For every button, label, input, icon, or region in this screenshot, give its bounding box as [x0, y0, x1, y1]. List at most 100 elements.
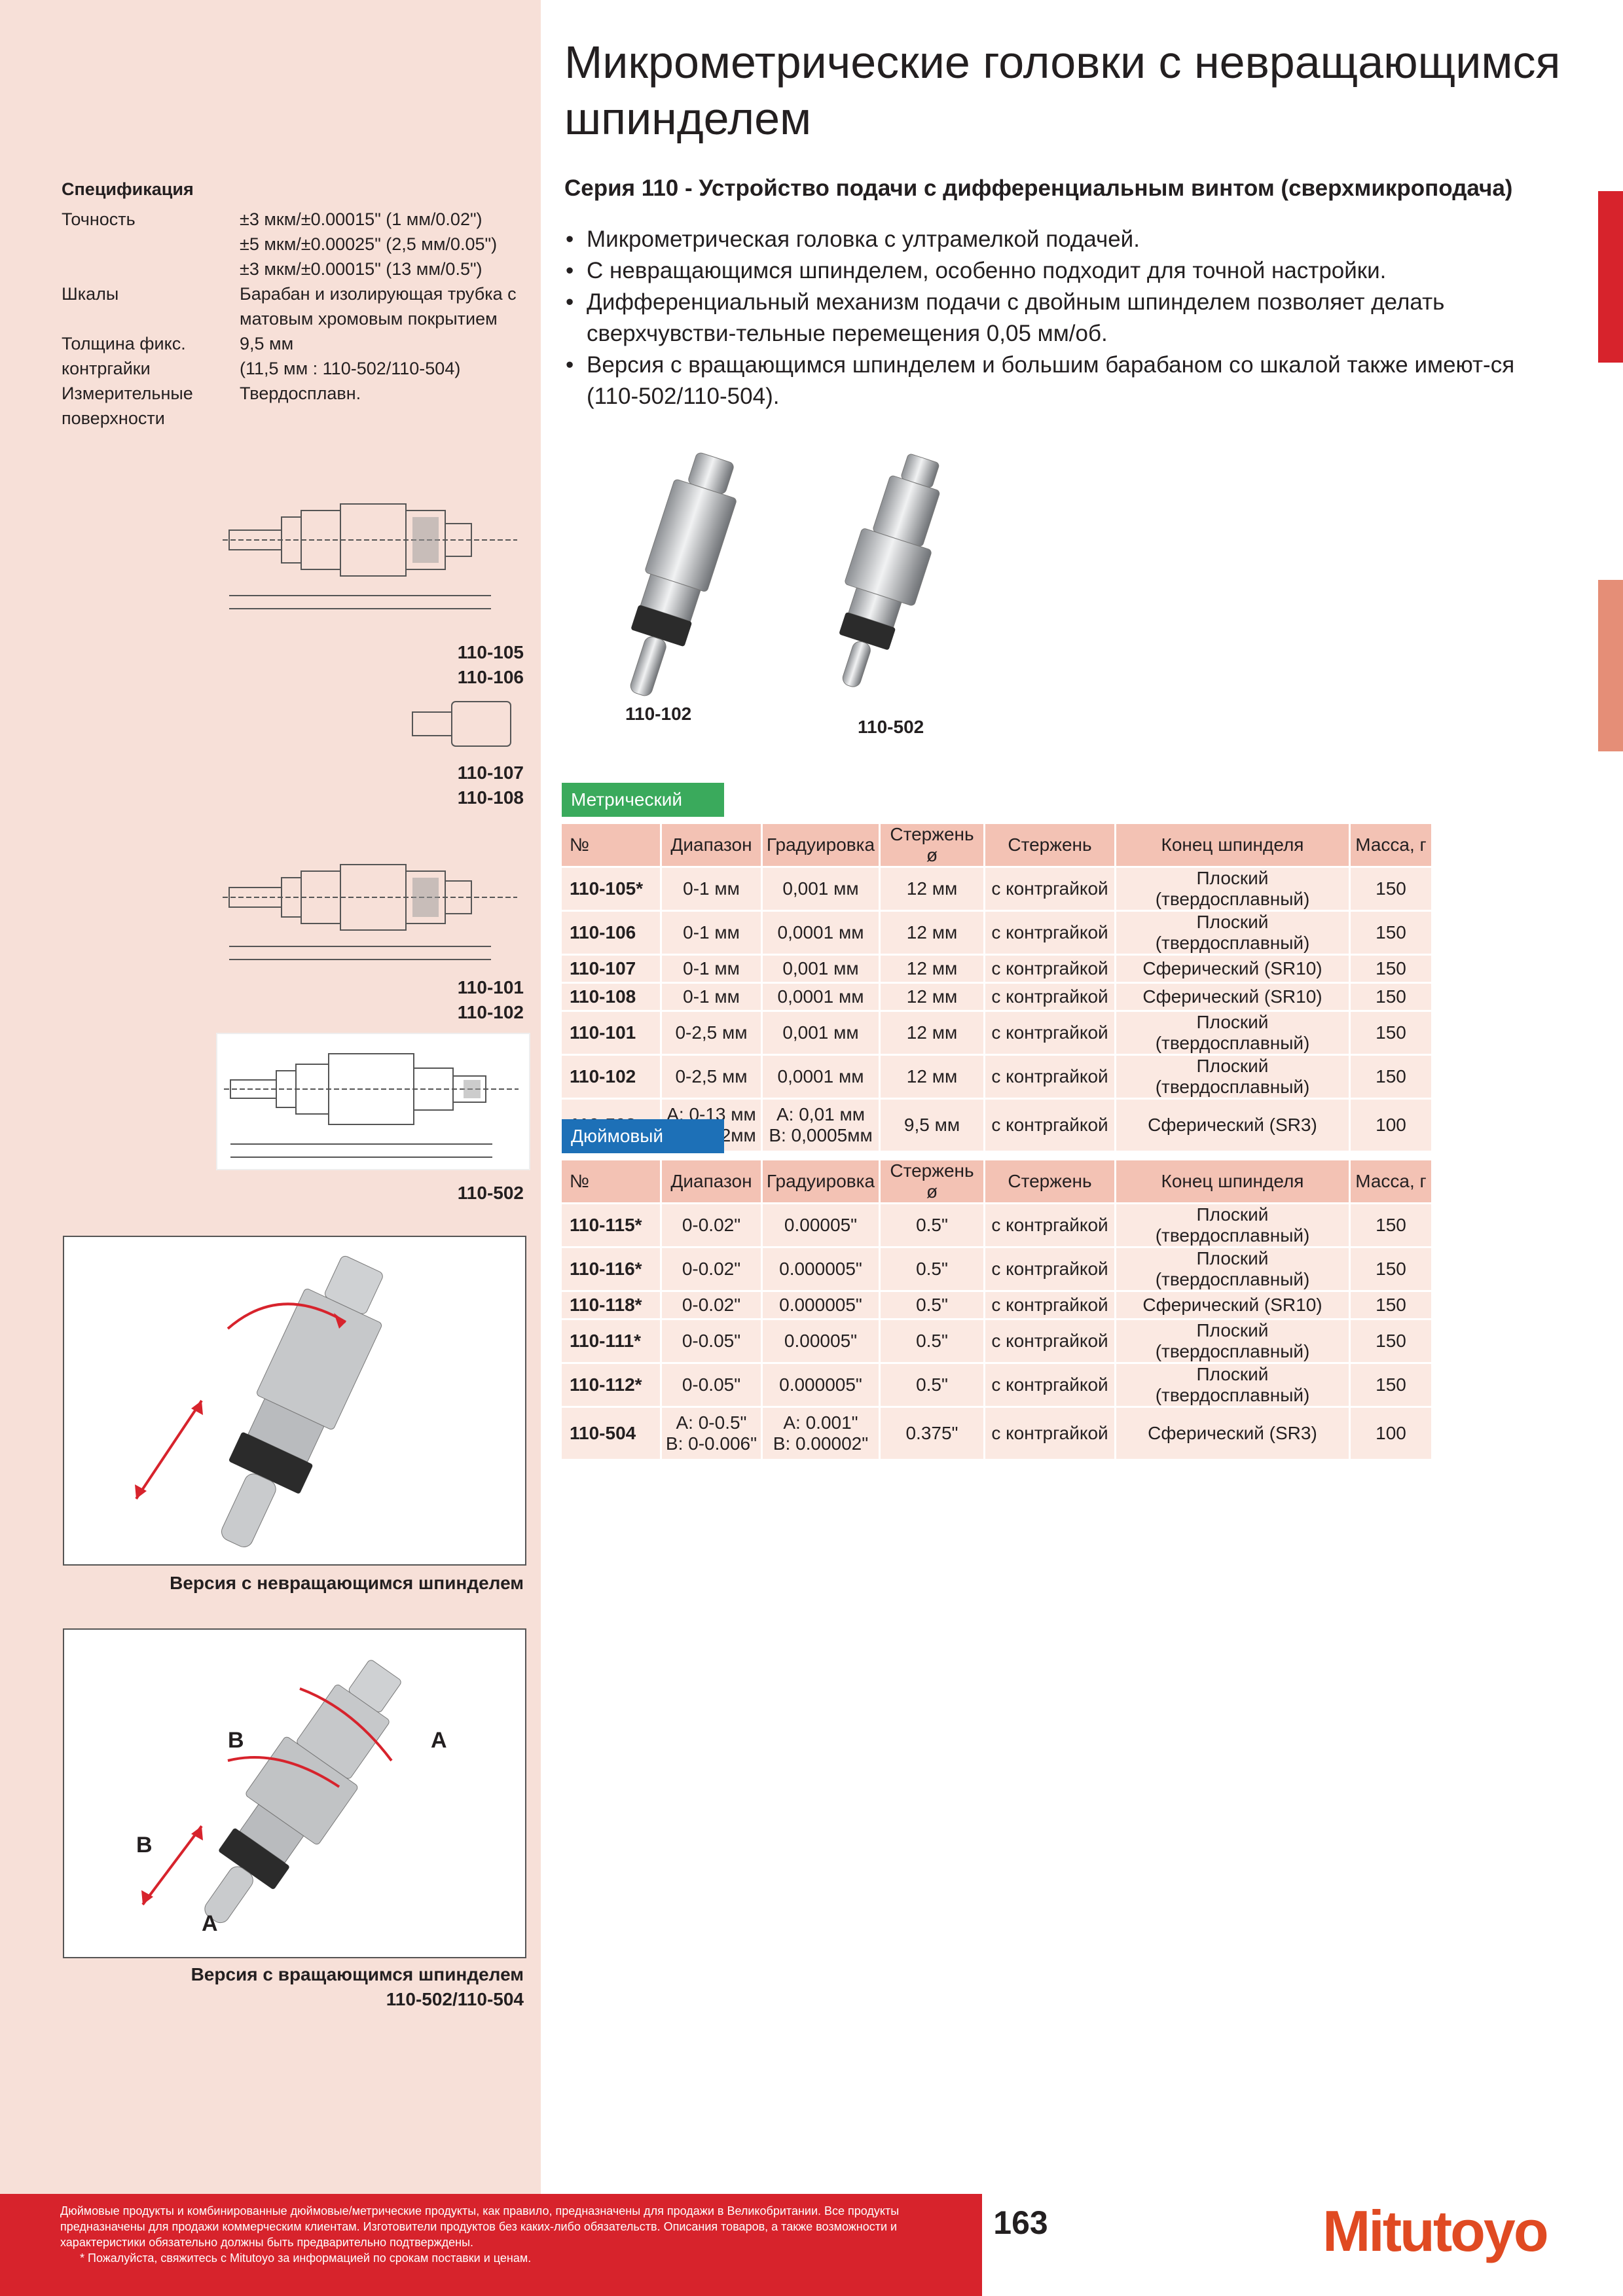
stem-diameter-cell: 0.5" — [879, 1320, 983, 1362]
spec-label: Толщина фикс. — [62, 334, 186, 353]
graduation-line: A: 0,01 мм — [776, 1104, 865, 1124]
stem-type-cell: с контргайкой — [983, 1056, 1114, 1098]
drawing-label: 110-106 — [457, 667, 524, 687]
feature-item: Дифференциальный механизм подачи с двойн… — [564, 287, 1559, 350]
nonrotating-spindle-photo — [63, 1236, 526, 1566]
footer-bar: Дюймовые продукты и комбинированные дюйм… — [0, 2194, 982, 2296]
stem-diameter-cell: 0.5" — [879, 1248, 983, 1290]
graduation-cell: 0,0001 мм — [761, 912, 879, 954]
rotating-illustration: A B B A — [136, 1660, 447, 1936]
inch-table-body: 110-115*0-0.02"0.00005"0.5"с контргайкой… — [562, 1204, 1431, 1459]
dimension-drawing-110-101 — [223, 864, 517, 960]
table-row: 110-112*0-0.05"0.000005"0.5"с контргайко… — [562, 1364, 1431, 1406]
part-number-cell: 110-116* — [562, 1248, 660, 1290]
brand-logo: Mitutoyo — [1322, 2198, 1549, 2263]
spec-label: контргайки — [62, 359, 151, 378]
stem-type-cell: с контргайкой — [983, 1408, 1114, 1459]
stem-diameter-cell: 12 мм — [879, 984, 983, 1010]
range-cell: A: 0-0.5"B: 0-0.006" — [660, 1408, 761, 1459]
stem-type-cell: с контргайкой — [983, 1100, 1114, 1151]
drawing-label: 110-502 — [457, 1183, 524, 1203]
arrow-label-a: A — [431, 1728, 447, 1753]
col-header: Масса, г — [1349, 824, 1431, 866]
mass-cell: 150 — [1349, 984, 1431, 1010]
arrow-label-a: A — [202, 1911, 218, 1936]
part-number-cell: 110-108 — [562, 984, 660, 1010]
footer-note: * Пожалуйста, свяжитесь с Mitutoyo за ин… — [80, 2251, 532, 2265]
specification: Спецификация Точность ±3 мкм/±0.00015" (… — [62, 177, 533, 431]
stem-diameter-cell: 12 мм — [879, 1056, 983, 1098]
col-header: Диапазон — [660, 1160, 761, 1202]
range-cell: 0-1 мм — [660, 956, 761, 982]
spec-label: Шкалы — [62, 284, 119, 304]
arrow-label-b: B — [228, 1728, 244, 1753]
mass-cell: 150 — [1349, 868, 1431, 910]
col-header: Стержень — [983, 824, 1114, 866]
dimension-drawing-110-105 — [223, 503, 517, 609]
graduation-cell: 0.000005" — [761, 1292, 879, 1318]
photo-caption: Версия с невращающимся шпинделем — [170, 1573, 524, 1593]
stem-diameter-cell: 12 мм — [879, 912, 983, 954]
graduation-cell: 0,0001 мм — [761, 1056, 879, 1098]
col-header: Стержень ø — [879, 1160, 983, 1202]
stem-diameter-cell: 0.375" — [879, 1408, 983, 1459]
stem-type-cell: с контргайкой — [983, 984, 1114, 1010]
spec-row-nut: Толщина фикс. 9,5 мм — [62, 331, 533, 356]
col-header: Конец шпинделя — [1114, 824, 1349, 866]
drawing-label: 110-105 — [457, 642, 524, 662]
spindle-tip-cell: Плоский (твердосплавный) — [1114, 1364, 1349, 1406]
graduation-cell: 0.000005" — [761, 1364, 879, 1406]
spec-value-line: Барабан и изолирующая трубка с — [240, 284, 517, 304]
series-subtitle: Серия 110 - Устройство подачи с дифферен… — [564, 175, 1513, 201]
graduation-line: B: 0,0005мм — [769, 1125, 873, 1145]
feature-item: Версия с вращающимся шпинделем и большим… — [564, 350, 1559, 412]
col-header: Диапазон — [660, 824, 761, 866]
graduation-line: A: 0.001" — [783, 1412, 858, 1433]
spec-value-line: ±3 мкм/±0.00015" (1 мм/0.02") — [240, 209, 483, 229]
spindle-tip-cell: Плоский (твердосплавный) — [1114, 1056, 1349, 1098]
range-line: A: 0-0.5" — [676, 1412, 747, 1433]
spec-value-line: матовым хромовым покрытием — [240, 309, 498, 329]
range-cell: 0-0.05" — [660, 1364, 761, 1406]
stem-type-cell: с контргайкой — [983, 1292, 1114, 1318]
arrow-label-b: B — [136, 1833, 153, 1857]
spindle-tip-cell: Плоский (твердосплавный) — [1114, 1204, 1349, 1246]
mass-cell: 150 — [1349, 1364, 1431, 1406]
spec-label: Измерительные — [62, 384, 193, 403]
drawing-label: 110-107 — [457, 762, 524, 783]
metric-tag: Метрический — [562, 783, 724, 817]
spec-value: Барабан и изолирующая трубка с матовым х… — [240, 281, 533, 331]
col-header: Градуировка — [761, 824, 879, 866]
feature-item: С невращающимся шпинделем, особенно подх… — [564, 255, 1559, 287]
range-cell: 0-1 мм — [660, 984, 761, 1010]
spec-value-line: ±5 мкм/±0.00025" (2,5 мм/0.05") — [240, 234, 498, 254]
metric-table: № Диапазон Градуировка Стержень ø Стерже… — [562, 822, 1431, 1153]
inch-table: № Диапазон Градуировка Стержень ø Стерже… — [562, 1158, 1431, 1461]
spindle-tip-cell: Сферический (SR3) — [1114, 1408, 1349, 1459]
table-row: 110-111*0-0.05"0.00005"0.5"с контргайкой… — [562, 1320, 1431, 1362]
spec-value: 9,5 мм — [240, 334, 294, 353]
footer-text: Дюймовые продукты и комбинированные дюйм… — [60, 2204, 900, 2249]
dimension-drawing-110-502 — [224, 1053, 519, 1158]
graduation-cell: 0.00005" — [761, 1320, 879, 1362]
stem-type-cell: с контргайкой — [983, 1204, 1114, 1246]
col-header: Градуировка — [761, 1160, 879, 1202]
mass-cell: 150 — [1349, 912, 1431, 954]
part-number-cell: 110-106 — [562, 912, 660, 954]
page-number: 163 — [982, 2194, 1059, 2296]
range-cell: 0-2,5 мм — [660, 1012, 761, 1054]
graduation-line: B: 0.00002" — [773, 1433, 869, 1454]
part-number-cell: 110-111* — [562, 1320, 660, 1362]
stem-type-cell: с контргайкой — [983, 1320, 1114, 1362]
stem-diameter-cell: 12 мм — [879, 1012, 983, 1054]
mass-cell: 150 — [1349, 1292, 1431, 1318]
spindle-tip-cell: Плоский (твердосплавный) — [1114, 1012, 1349, 1054]
spindle-tip-cell: Сферический (SR10) — [1114, 1292, 1349, 1318]
graduation-cell: 0,001 мм — [761, 1012, 879, 1054]
